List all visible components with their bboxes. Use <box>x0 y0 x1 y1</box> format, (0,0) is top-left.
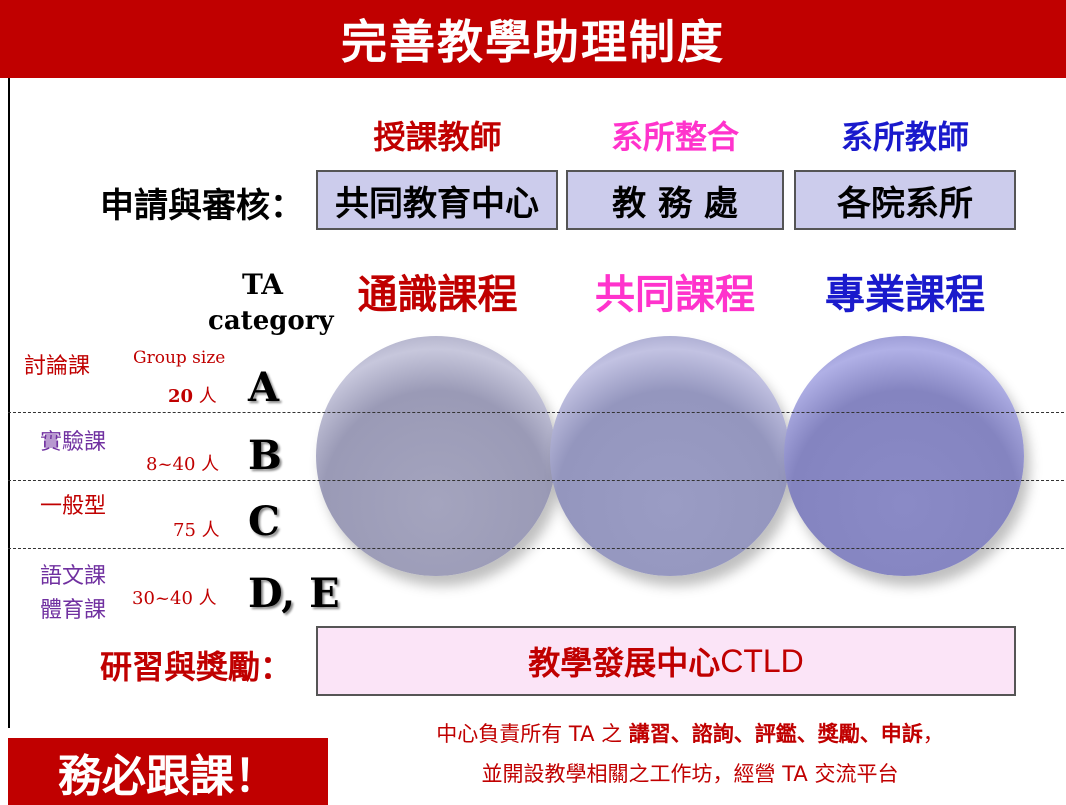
note-duties: 講習、諮詢、評鑑、獎勵、申訴 <box>628 721 923 746</box>
group-size-value: 8~40 人 <box>146 450 219 476</box>
must-follow-badge: 務必跟課！ <box>8 738 328 805</box>
size-number: 75 <box>173 520 196 541</box>
group-size-value: 20 人 <box>168 382 217 408</box>
category-letter: D, E <box>248 570 340 617</box>
size-number: 30~40 <box>132 588 193 609</box>
note-prefix: 中心負責所有 TA 之 <box>436 722 629 746</box>
ctld-chinese: 教學發展中心 <box>528 644 721 682</box>
category-letter: C <box>248 498 280 545</box>
unit-box-academic-affairs: 教 務 處 <box>566 170 784 230</box>
circle-common <box>550 336 790 576</box>
size-unit: 人 <box>192 588 217 609</box>
size-unit: 人 <box>195 454 220 475</box>
circle-professional <box>784 336 1024 576</box>
course-professional: 專業課程 <box>825 271 985 318</box>
note-suffix: ， <box>922 722 944 746</box>
group-size-value: 30~40 人 <box>132 584 217 610</box>
header-department-integration: 系所整合 <box>610 118 739 156</box>
category-general: 一般型 <box>40 494 107 519</box>
left-border-line <box>8 78 10 728</box>
category-lab: 實驗課 <box>40 430 107 455</box>
group-size-label: Group size <box>133 348 226 368</box>
row-divider <box>8 480 1064 481</box>
ctld-workshops: 並開設教學相關之工作坊，經營 TA 交流平台 <box>481 762 899 786</box>
size-number: 20 <box>168 386 194 407</box>
ctld-english: CTLD <box>720 642 804 679</box>
unit-box-general-education: 共同教育中心 <box>316 170 558 230</box>
header-department-teachers: 系所教師 <box>840 118 969 156</box>
header-teachers: 授課教師 <box>373 118 502 156</box>
ctld-box: 教學發展中心 CTLD <box>316 626 1016 696</box>
row-divider <box>8 548 1064 549</box>
unit-box-colleges: 各院系所 <box>794 170 1016 230</box>
circle-general-education <box>316 336 556 576</box>
category-letter: A <box>248 364 280 411</box>
category-sports: 體育課 <box>40 598 107 623</box>
size-unit: 人 <box>193 386 217 407</box>
category-letter: B <box>248 432 282 479</box>
course-general-education: 通識課程 <box>357 271 518 318</box>
category-language: 語文課 <box>40 564 107 589</box>
ctld-responsibilities: 中心負責所有 TA 之 講習、諮詢、評鑑、獎勵、申訴， <box>340 718 1040 748</box>
course-common: 共同課程 <box>595 271 755 318</box>
size-unit: 人 <box>195 520 220 541</box>
category-discussion: 討論課 <box>24 354 91 379</box>
size-number: 8~40 <box>146 454 196 475</box>
ta-label: TA <box>242 268 284 301</box>
apply-label: 申請與審核： <box>100 186 304 226</box>
training-label: 研習與獎勵： <box>100 648 293 686</box>
category-label: category <box>208 306 334 336</box>
row-divider <box>8 412 1064 413</box>
page-title: 完善教學助理制度 <box>0 0 1066 78</box>
group-size-value: 75 人 <box>173 516 220 542</box>
